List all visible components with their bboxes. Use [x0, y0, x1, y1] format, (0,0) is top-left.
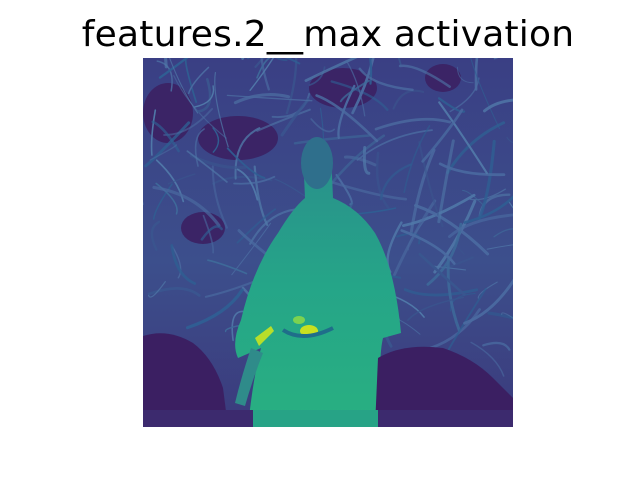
figure-silhouette — [235, 137, 401, 427]
figure-title: features.2__max activation — [81, 14, 575, 55]
dark-rocks — [143, 333, 513, 427]
activation-heatmap — [143, 58, 513, 427]
